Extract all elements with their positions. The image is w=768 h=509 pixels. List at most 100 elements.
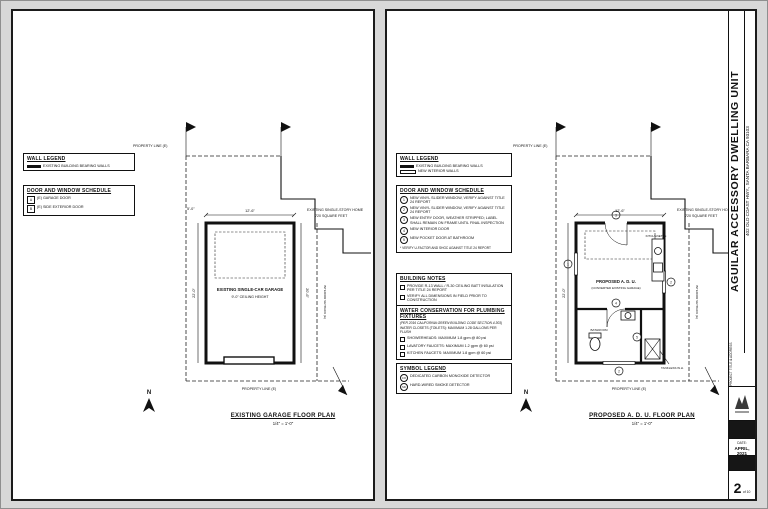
property-line-label: PROPERTY LINE (E) xyxy=(513,144,547,148)
water-heater-label: TANKLESS W.H. xyxy=(661,366,684,370)
tag-2: 2 xyxy=(400,205,408,214)
svg-text:2: 2 xyxy=(618,369,620,373)
drawing-title-existing: EXISTING GARAGE FLOOR PLAN 1/4" = 1'-0" xyxy=(163,413,403,426)
home-label-2: 720 SQUARE FEET xyxy=(685,214,718,218)
schedule-item: 3 NEW ENTRY DOOR, WEATHER STRIPPED; LABE… xyxy=(400,216,508,225)
bullet-square xyxy=(400,337,405,342)
title-block: AGUILAR ACCESSORY DWELLING UNIT 402 OLD … xyxy=(728,11,755,499)
garage-walls xyxy=(204,221,296,365)
existing-home-outline xyxy=(650,156,729,254)
building-notes-title: BUILDING NOTES xyxy=(400,276,446,282)
titleblock-black-bar xyxy=(729,456,755,471)
legend-item: EXISTING BUILDING BEARING WALLS xyxy=(27,164,131,168)
svg-text:2: 2 xyxy=(670,280,672,284)
schedule-item: 4 NEW INTERIOR DOOR xyxy=(400,226,508,235)
property-line-markers xyxy=(185,122,291,156)
north-label: N xyxy=(524,390,528,396)
wall-legend: WALL LEGEND EXISTING BUILDING BEARING WA… xyxy=(396,153,512,178)
water-subtitle: (PER 2016 CALIFORNIA GREEN BUILDING CODE… xyxy=(400,321,503,325)
property-line-label: PROPERTY LINE (E) xyxy=(133,144,167,148)
title-block-project-area: AGUILAR ACCESSORY DWELLING UNIT 402 OLD … xyxy=(729,11,755,354)
schedule-label: (E) SIDE EXTERIOR DOOR xyxy=(37,205,84,209)
drawing-title-proposed: PROPOSED A. D. U. FLOOR PLAN 1/4" = 1'-0… xyxy=(527,413,757,426)
sheet-existing-garage: WALL LEGEND EXISTING BUILDING BEARING WA… xyxy=(11,9,375,501)
water-body: WATER CLOSETS (TOILETS): MAXIMUM 1.28 GA… xyxy=(400,326,497,335)
wall-legend-title: WALL LEGEND xyxy=(27,156,66,162)
symbol-legend: SYMBOL LEGEND CO DEDICATED CARBON MONOXI… xyxy=(396,363,512,394)
co-detector-icon: CO xyxy=(400,373,408,382)
home-label-2: 720 SQUARE FEET xyxy=(315,214,348,218)
water-title: WATER CONSERVATION FOR PLUMBING FIXTURES xyxy=(400,308,505,320)
architect-stamp xyxy=(729,387,755,421)
schedule-label: (E) GARAGE DOOR xyxy=(37,195,71,200)
schedule-item: 2 NEW VINYL SLIDER WINDOW, VERIFY AGAINS… xyxy=(400,205,508,215)
dim-left: 22'-0" xyxy=(562,288,566,298)
svg-text:5: 5 xyxy=(636,335,638,339)
titleblock-black-bar xyxy=(729,421,755,439)
tag-4: 4 xyxy=(400,226,408,235)
setback-label: INTERIOR SETBACK (E) xyxy=(695,285,699,319)
plan-labels: PROPERTY LINE (E) EXISTING SINGLE-STORY … xyxy=(133,144,364,391)
existing-home-outline xyxy=(280,156,371,254)
plan-title-text: PROPOSED A. D. U. FLOOR PLAN xyxy=(589,413,695,419)
project-title: AGUILAR ACCESSORY DWELLING UNIT xyxy=(729,70,741,292)
bearing-wall-symbol xyxy=(400,164,414,168)
water-item: SHOWERHEADS: MAXIMUM 1.8 gpm @ 80 psi xyxy=(400,336,508,342)
schedule-item: A (E) GARAGE DOOR xyxy=(27,195,131,204)
schedule-footnote: * VERIFY U-FACTOR AND SHGC AGAINST TITLE… xyxy=(400,246,491,251)
stamp-logo xyxy=(735,394,749,412)
property-lines xyxy=(185,155,349,382)
sheet-number-box: 2 of 10 xyxy=(729,471,755,497)
bullet-square xyxy=(400,352,405,357)
bathroom-fixtures xyxy=(588,310,636,351)
sheet-proposed-adu: WALL LEGEND EXISTING BUILDING BEARING WA… xyxy=(385,9,757,501)
kitchenette-label: KITCHENETTE xyxy=(646,234,667,238)
schedule-item: 1 NEW VINYL SLIDER WINDOW, VERIFY AGAINS… xyxy=(400,195,508,205)
bullet-square xyxy=(400,344,405,350)
titleblock-divider xyxy=(744,11,745,353)
water-heater-closet: TANKLESS W.H. xyxy=(644,338,684,370)
plan-labels: PROPERTY LINE (E) EXISTING SINGLE-STORY … xyxy=(513,144,731,391)
sheet-number: 2 xyxy=(733,480,742,496)
plan-scale: 1/4" = 1'-0" xyxy=(631,420,653,426)
legend-item: NEW INTERIOR WALLS xyxy=(400,169,508,175)
door-window-schedule: DOOR AND WINDOW SCHEDULE 1 NEW VINYL SLI… xyxy=(396,185,512,254)
new-wall-symbol xyxy=(400,170,416,175)
dim-offset: 5'-0" xyxy=(187,207,195,211)
door-tag: A xyxy=(27,195,35,204)
adu-walls xyxy=(574,221,666,365)
north-arrow: N xyxy=(143,390,155,412)
symbol-item: SD HARD-WIRED SMOKE DETECTOR xyxy=(400,383,508,391)
water-conservation-notes: WATER CONSERVATION FOR PLUMBING FIXTURES… xyxy=(396,305,512,360)
bearing-wall-symbol xyxy=(27,164,41,168)
water-item: LAVATORY FAUCETS: MAXIMUM 1.2 gpm @ 60 p… xyxy=(400,344,508,350)
water-item: KITCHEN FAUCETS: MAXIMUM 1.8 gpm @ 60 ps… xyxy=(400,351,508,357)
schedule-title: DOOR AND WINDOW SCHEDULE xyxy=(400,188,485,194)
wall-legend-title: WALL LEGEND xyxy=(400,156,439,162)
bullet-square xyxy=(400,294,405,300)
building-notes: BUILDING NOTES PROVIDE R-13 WALL / R-30 … xyxy=(396,273,512,306)
note-item: PROVIDE R-13 WALL / R-30 CEILING BATT IN… xyxy=(400,284,508,293)
tag-5: 5 xyxy=(400,236,408,245)
tag-3: 3 xyxy=(400,216,408,225)
north-label: N xyxy=(147,390,151,396)
doors xyxy=(604,219,628,328)
legend-item: EXISTING BUILDING BEARING WALLS xyxy=(400,164,508,168)
date-box: DATE: APRIL, 2021 xyxy=(729,439,755,456)
svg-text:3: 3 xyxy=(615,213,617,217)
titleblock-strip-label: PROJECT TITLE & ADDRESS xyxy=(729,343,755,387)
property-line-label-bottom: PROPERTY LINE (E) xyxy=(612,387,646,391)
property-line-label-bottom: PROPERTY LINE (E) xyxy=(242,387,276,391)
room-name: PROPOSED A. D. U. xyxy=(596,279,636,284)
dimension-lines: 12'-6" 22'-0" INTERIOR SETBACK (E) xyxy=(562,209,699,363)
schedule-item: 5 NEW POCKET DOOR AT BATHROOM xyxy=(400,236,508,245)
plan-scale: 1/4" = 1'-0" xyxy=(272,420,294,426)
property-line-markers xyxy=(555,122,661,156)
property-lines xyxy=(555,155,719,382)
proposed-adu-floor-plan: TANKLESS W.H. 1 2 3 4 5 2 12'-6" xyxy=(513,122,731,412)
bathroom-label: BATHROOM xyxy=(590,328,608,332)
schedule-item: B (E) SIDE EXTERIOR DOOR xyxy=(27,205,131,213)
windows xyxy=(574,252,666,365)
existing-garage-floor-plan: 12'-6" 5'-0" 22'-0" 20'-6" INTERIOR SETB… xyxy=(133,122,371,412)
